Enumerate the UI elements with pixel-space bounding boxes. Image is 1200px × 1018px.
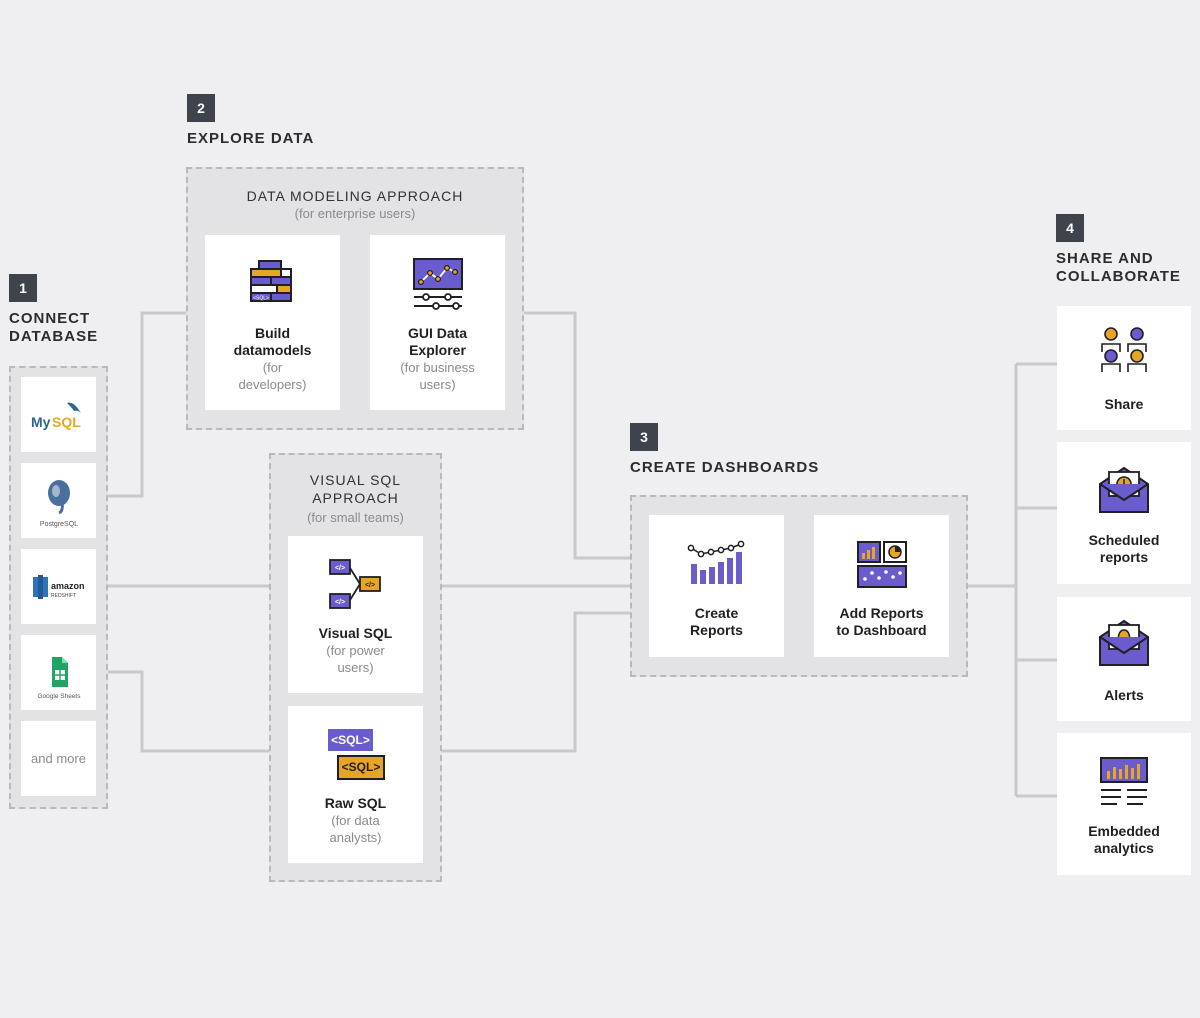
database-card-postgresql[interactable]: PostgreSQL (21, 463, 96, 538)
connector-sheets-rawsql (100, 670, 288, 753)
step-3-title: CREATE DASHBOARDS (630, 459, 820, 476)
and-more-label: and more (31, 751, 86, 766)
alert-mail-icon (1099, 619, 1149, 666)
gui-data-explorer-card[interactable]: GUI Data Explorer (for business users) (370, 235, 505, 410)
add-reports-dashboard-title: Add Reports to Dashboard (836, 605, 927, 638)
postgresql-logo-icon: PostgreSQL (39, 479, 78, 528)
step-1-number: 1 (9, 274, 37, 302)
embedded-analytics-card[interactable]: Embedded analytics (1057, 733, 1191, 875)
data-modeling-subtitle: (for enterprise users) (294, 206, 416, 221)
gui-explorer-icon (412, 258, 463, 310)
step-1-title: CONNECT DATABASE (9, 310, 99, 345)
raw-sql-tag-2: <SQL> (337, 755, 385, 780)
raw-sql-tag-1: <SQL> (328, 729, 373, 751)
visual-sql-title: Visual SQL (318, 625, 393, 641)
visual-sql-icon: </> </> </> (328, 559, 381, 609)
visual-sql-subtitle: (for power users) (326, 643, 385, 675)
redshift-logo-subtext: REDSHIFT (51, 593, 76, 599)
step-2-number: 2 (187, 94, 215, 122)
embedded-analytics-title: Embedded analytics (1088, 823, 1160, 856)
visual-sql-icon-tag-3: </> (364, 582, 374, 589)
gui-data-explorer-subtitle: (for business users) (400, 360, 475, 392)
mysql-logo-icon: My SQL (31, 402, 81, 430)
step-2-title: EXPLORE DATA (187, 130, 315, 147)
build-datamodels-subtitle: (for developers) (238, 360, 307, 392)
google-sheets-logo-icon: Google Sheets (37, 656, 81, 700)
add-reports-dashboard-card[interactable]: Add Reports to Dashboard (814, 515, 949, 657)
embedded-analytics-icon (1100, 757, 1148, 805)
database-card-and-more[interactable]: and more (21, 721, 96, 796)
gui-data-explorer-title: GUI Data Explorer (407, 325, 468, 358)
connector-db-modeling (100, 311, 205, 498)
postgresql-logo-text: PostgreSQL (39, 521, 77, 528)
data-modeling-title: DATA MODELING APPROACH (246, 188, 464, 204)
scheduled-mail-icon (1099, 466, 1149, 513)
dashboard-icon (856, 541, 907, 588)
alerts-title: Alerts (1104, 687, 1144, 703)
visual-sql-card[interactable]: </> </> </> Visual SQL (for power users) (288, 536, 423, 693)
connector-modeling-dashboards (505, 311, 649, 560)
raw-sql-title: Raw SQL (324, 795, 387, 811)
visual-sql-group-title: VISUAL SQL APPROACH (309, 472, 402, 506)
mysql-logo-text: My (31, 414, 51, 430)
amazon-redshift-logo-icon: amazon REDSHIFT (32, 574, 85, 599)
raw-sql-subtitle: (for data analysts) (329, 813, 382, 845)
create-reports-title: Create Reports (690, 605, 743, 638)
datamodel-blocks-icon: <SQL> (249, 260, 292, 302)
share-people-icon (1101, 327, 1147, 372)
visual-sql-icon-tag-2: </> (334, 599, 344, 606)
database-card-mysql[interactable]: My SQL (21, 377, 96, 452)
step-4-number: 4 (1056, 214, 1084, 242)
create-reports-chart-icon (687, 540, 744, 584)
alerts-card[interactable]: Alerts (1057, 597, 1191, 721)
build-datamodels-title: Build datamodels (233, 325, 312, 358)
visual-sql-icon-tag-1: </> (334, 565, 344, 572)
step-3-number: 3 (630, 423, 658, 451)
scheduled-reports-card[interactable]: Scheduled reports (1057, 442, 1191, 584)
google-sheets-logo-text: Google Sheets (37, 693, 81, 700)
redshift-logo-text: amazon (51, 581, 85, 591)
visual-sql-group-subtitle: (for small teams) (307, 510, 404, 525)
database-card-redshift[interactable]: amazon REDSHIFT (21, 549, 96, 624)
raw-sql-card[interactable]: <SQL> <SQL> Raw SQL (for data analysts) (288, 706, 423, 863)
datamodel-icon-sql-text: <SQL> (253, 296, 269, 302)
connector-rawsql-dashboards (423, 611, 649, 753)
create-reports-card[interactable]: Create Reports (649, 515, 784, 657)
database-card-google-sheets[interactable]: Google Sheets (21, 635, 96, 710)
scheduled-reports-title: Scheduled reports (1088, 532, 1160, 565)
step-4-title: SHARE AND COLLABORATE (1056, 250, 1181, 285)
share-card[interactable]: Share (1057, 306, 1191, 430)
share-title: Share (1104, 396, 1144, 412)
build-datamodels-card[interactable]: <SQL> Build datamodels (for developers) (205, 235, 340, 410)
mysql-logo-text-sql: SQL (52, 414, 81, 430)
